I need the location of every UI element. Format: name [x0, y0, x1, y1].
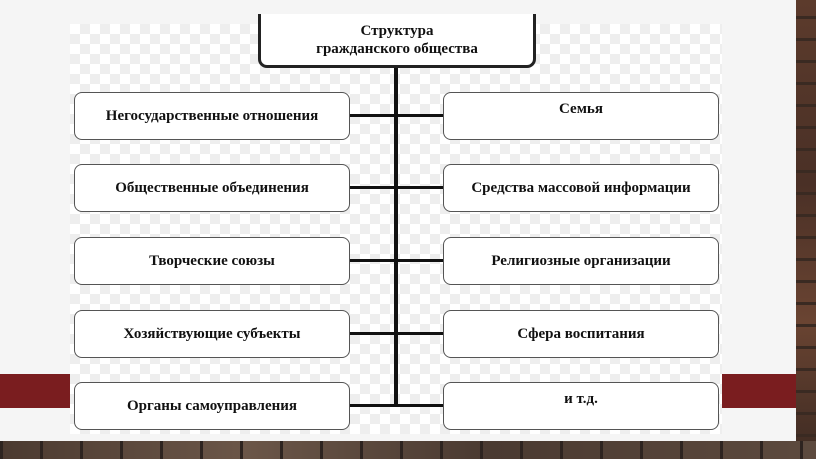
node-label: Религиозные организации [491, 252, 671, 269]
connector-right-4 [396, 332, 444, 335]
node-label: и т.д. [564, 391, 598, 407]
node-label: Средства массовой информации [471, 179, 691, 196]
node-left-5: Органы самоуправления [74, 382, 350, 430]
node-label: Семья [559, 101, 603, 117]
diagram-title-line1: Структура [360, 22, 434, 39]
connector-left-5 [350, 404, 396, 407]
node-left-3: Творческие союзы [74, 237, 350, 285]
node-right-5: и т.д. [443, 382, 719, 430]
diagram-title-box: Структура гражданского общества [258, 14, 536, 68]
node-label: Хозяйствующие субъекты [123, 325, 301, 342]
node-left-2: Общественные объединения [74, 164, 350, 212]
diagram-title-line2: гражданского общества [316, 40, 478, 57]
connector-left-4 [350, 332, 396, 335]
brick-wall-right [796, 0, 816, 459]
brick-wall-bottom [0, 441, 816, 459]
slide: Структура гражданского общества Негосуда… [0, 14, 796, 434]
node-label: Негосударственные отношения [105, 107, 319, 124]
connector-left-1 [350, 114, 396, 117]
connector-right-1 [396, 114, 444, 117]
node-right-3: Религиозные организации [443, 237, 719, 285]
node-label: Органы самоуправления [126, 397, 298, 414]
node-left-4: Хозяйствующие субъекты [74, 310, 350, 358]
node-right-1: Семья [443, 92, 719, 140]
node-label: Общественные объединения [115, 179, 309, 196]
node-label: Сфера воспитания [517, 325, 645, 342]
diagram-spine [394, 68, 398, 406]
connector-right-2 [396, 186, 444, 189]
connector-right-5 [396, 404, 444, 407]
node-left-1: Негосударственные отношения [74, 92, 350, 140]
node-right-4: Сфера воспитания [443, 310, 719, 358]
node-right-2: Средства массовой информации [443, 164, 719, 212]
connector-left-3 [350, 259, 396, 262]
connector-right-3 [396, 259, 444, 262]
connector-left-2 [350, 186, 396, 189]
node-label: Творческие союзы [149, 252, 275, 269]
